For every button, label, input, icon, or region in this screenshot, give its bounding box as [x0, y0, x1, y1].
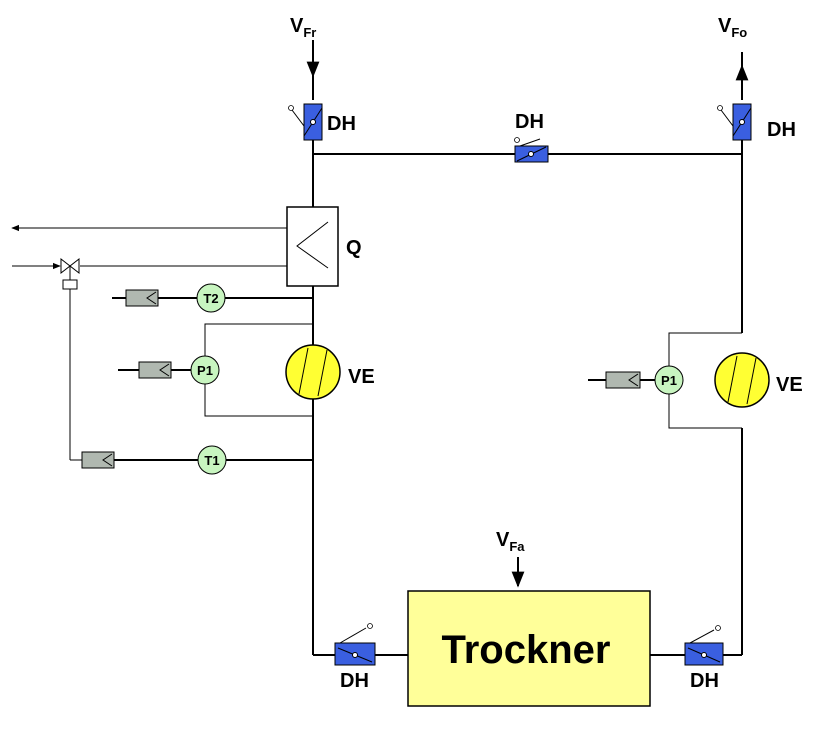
dh-label: DH [340, 670, 369, 692]
dryer: Trockner [407, 590, 651, 707]
damper-top-left: DH [288, 103, 356, 141]
dh-label: DH [690, 670, 719, 692]
vfa-label: VFa [496, 529, 525, 554]
dh-label: DH [767, 119, 796, 141]
ve-label: VE [776, 374, 803, 396]
p1-label: P1 [661, 373, 677, 388]
sensor-t2: T2 [112, 283, 313, 313]
control-valve [60, 257, 82, 461]
fan-right: VE [714, 352, 803, 408]
dh-label: DH [515, 111, 544, 133]
t2-label: T2 [203, 291, 218, 306]
dh-label: DH [327, 113, 356, 135]
sensor-p1-left: P1 [118, 323, 313, 417]
vfo-label: VFo [718, 15, 747, 40]
q-label: Q [346, 237, 362, 259]
p1-label: P1 [197, 363, 213, 378]
damper-top-middle: DH [514, 111, 549, 163]
t1-label: T1 [204, 453, 219, 468]
damper-top-right: DH [717, 103, 796, 141]
ve-label: VE [348, 366, 375, 388]
vfr-label: VFr [290, 15, 316, 40]
fan-left: VE [285, 344, 375, 400]
damper-bottom-left: DH [334, 623, 376, 692]
damper-bottom-right: DH [684, 625, 724, 692]
sensor-t1: T1 [81, 445, 313, 475]
heat-exchanger: Q [286, 206, 362, 287]
sensor-p1-right: P1 [588, 332, 742, 429]
dryer-label: Trockner [442, 628, 611, 672]
